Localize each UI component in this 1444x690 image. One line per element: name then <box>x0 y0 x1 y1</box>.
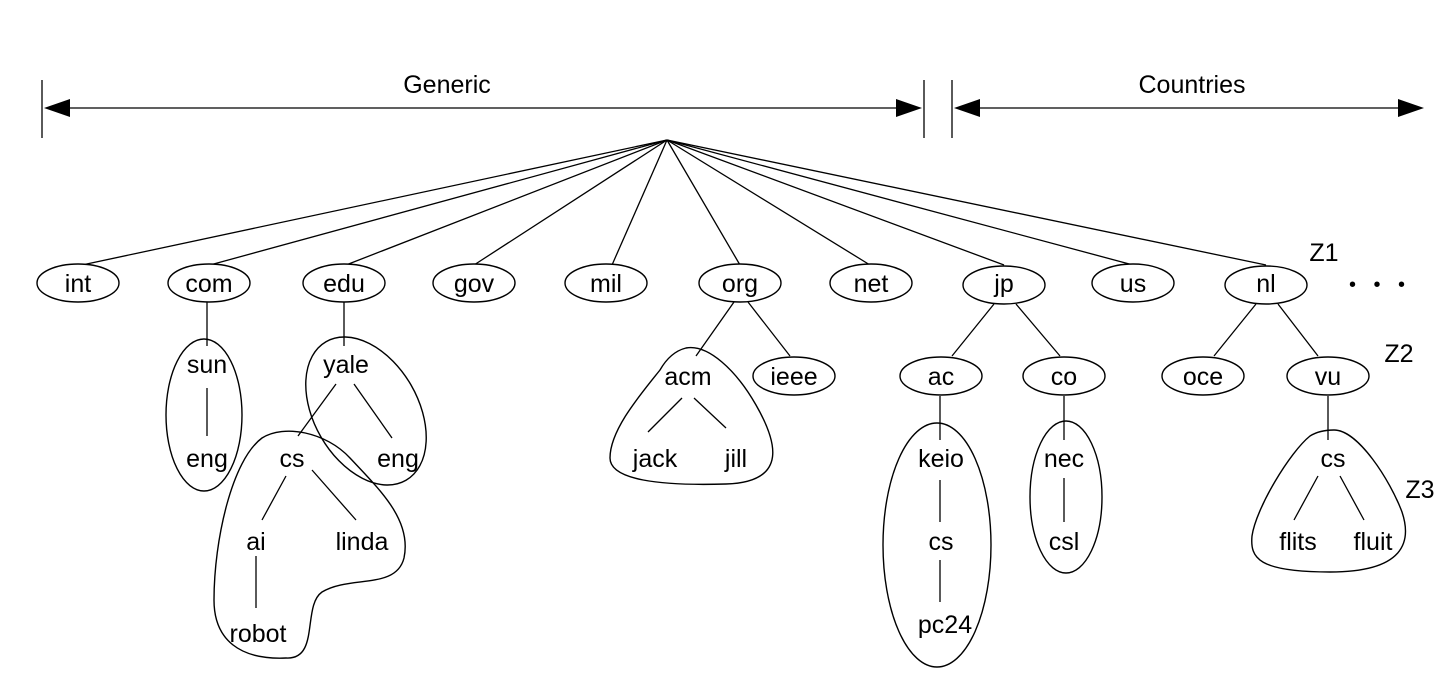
svg-text:int: int <box>65 270 91 298</box>
node-org: org <box>698 263 782 303</box>
node-jp: jp <box>962 265 1046 305</box>
node-acm: acm <box>664 363 711 391</box>
generic-header: Generic <box>403 71 491 99</box>
zone-acm-outline <box>609 346 774 486</box>
node-cs-keio: cs <box>929 528 954 556</box>
node-vu: vu <box>1286 356 1370 396</box>
svg-text:vu: vu <box>1315 363 1341 391</box>
node-net: net <box>829 263 913 303</box>
node-pc24: pc24 <box>918 611 972 639</box>
node-nl: nl <box>1224 265 1308 305</box>
svg-text:mil: mil <box>590 270 622 298</box>
zone-keio-outline <box>882 422 992 668</box>
node-us: us <box>1091 263 1175 303</box>
zone-label-z2: Z2 <box>1384 340 1413 368</box>
countries-header: Countries <box>1139 71 1246 99</box>
zone-label-z1: Z1 <box>1309 239 1338 267</box>
node-yale: yale <box>323 351 369 379</box>
node-gov: gov <box>432 263 516 303</box>
continuation-ellipsis: • • • <box>1349 274 1411 296</box>
svg-text:oce: oce <box>1183 363 1223 391</box>
node-csl: csl <box>1049 528 1080 556</box>
zone-cs-vu-outline <box>1251 429 1407 573</box>
node-jill: jill <box>724 445 747 473</box>
node-yale-eng: eng <box>377 445 419 473</box>
node-keio: keio <box>918 445 964 473</box>
node-ai: ai <box>246 528 265 556</box>
countries-range-arrow <box>951 80 1424 138</box>
node-oce: oce <box>1161 356 1245 396</box>
node-co: co <box>1022 356 1106 396</box>
node-cs-vu: cs <box>1321 445 1346 473</box>
zone-cs-yale-outline <box>213 430 406 659</box>
zone-sun-outline <box>165 338 243 492</box>
node-mil: mil <box>564 263 648 303</box>
node-jack: jack <box>632 445 678 473</box>
zone-nec-outline <box>1029 420 1103 574</box>
svg-text:org: org <box>722 270 758 298</box>
svg-text:com: com <box>185 270 232 298</box>
svg-text:us: us <box>1120 270 1146 298</box>
zone-label-z3: Z3 <box>1405 476 1434 504</box>
node-flits: flits <box>1279 528 1317 556</box>
generic-range-arrow <box>41 80 925 138</box>
zone-yale-outline <box>305 336 427 486</box>
node-fluit: fluit <box>1354 528 1393 556</box>
root-edges <box>81 139 1267 266</box>
node-edu: edu <box>302 263 386 303</box>
svg-text:gov: gov <box>454 270 495 298</box>
subtree-edges <box>206 301 1365 608</box>
node-linda: linda <box>336 528 389 556</box>
node-ieee: ieee <box>752 356 836 396</box>
node-sun: sun <box>187 351 227 379</box>
node-ac: ac <box>899 356 983 396</box>
svg-text:jp: jp <box>993 270 1013 298</box>
node-robot: robot <box>230 620 287 648</box>
node-int: int <box>36 263 120 303</box>
svg-text:co: co <box>1051 363 1077 391</box>
svg-text:nl: nl <box>1256 270 1275 298</box>
node-cs-yale: cs <box>280 445 305 473</box>
node-nec: nec <box>1044 445 1084 473</box>
svg-text:net: net <box>854 270 889 298</box>
node-com: com <box>167 263 251 303</box>
svg-text:ieee: ieee <box>770 363 817 391</box>
svg-text:ac: ac <box>928 363 954 391</box>
svg-text:edu: edu <box>323 270 365 298</box>
node-sun-eng: eng <box>186 445 228 473</box>
